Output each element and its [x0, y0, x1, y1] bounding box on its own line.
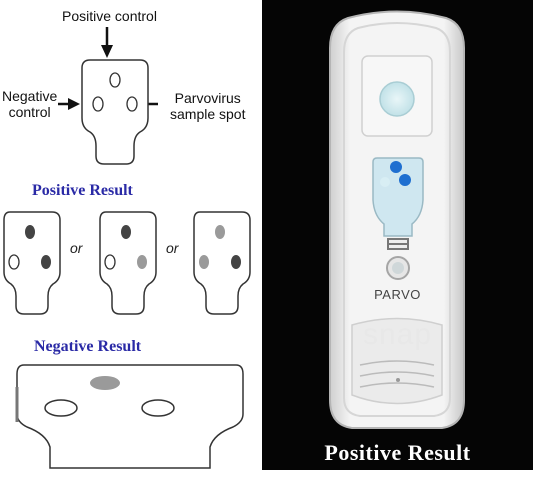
sample-spot-label: Parvovirus sample spot: [170, 90, 246, 122]
positive-example-1: [3, 211, 61, 315]
arrow-right-icon: [58, 98, 80, 110]
or-text-2: or: [166, 240, 179, 256]
or-text-1: or: [70, 240, 83, 256]
negative-result-heading: Negative Result: [34, 338, 142, 355]
negative-example: [15, 364, 244, 469]
sample-spot: [126, 96, 138, 112]
snap-brand: snap: [362, 318, 433, 351]
positive-result-heading: Positive Result: [32, 182, 133, 199]
diagram-panel: Positive control Negative control Parvov…: [0, 0, 262, 479]
positive-control-spot: [109, 72, 121, 88]
negative-control-spot-clear: [380, 177, 390, 187]
arrow-down-icon: [101, 27, 113, 58]
device-photo-panel: PARVO snap Positive Result: [262, 0, 533, 470]
positive-control-spot-blue: [390, 161, 402, 173]
positive-control-label: Positive control: [62, 8, 157, 24]
test-device-schematic: [81, 59, 149, 165]
positive-example-2: [99, 211, 157, 315]
sample-spot-blue: [399, 174, 411, 186]
snap-device-photo: [329, 10, 465, 429]
positive-example-3: [193, 211, 251, 315]
parvo-label: PARVO: [374, 287, 421, 302]
negative-control-spot: [92, 96, 104, 112]
logo-block: [387, 238, 409, 250]
negative-control-label: Negative control: [2, 88, 58, 120]
result-well: [379, 81, 415, 117]
photo-caption: Positive Result: [324, 440, 471, 465]
